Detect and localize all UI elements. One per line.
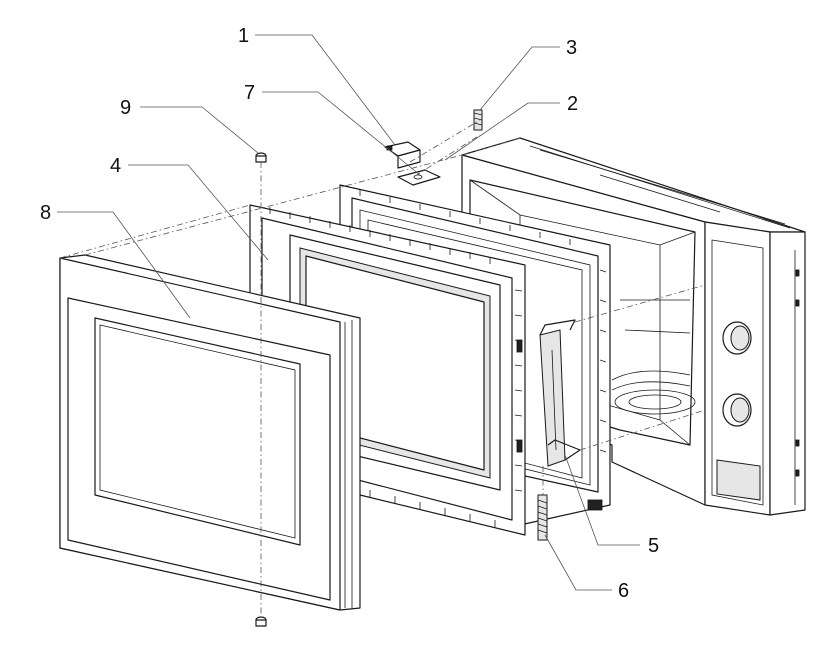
callout-1: 1 [238, 25, 249, 47]
door-front-frame [59, 254, 361, 611]
control-panel [704, 221, 806, 516]
callout-2: 2 [567, 93, 578, 115]
callout-8: 8 [40, 202, 51, 224]
top-spring [473, 109, 483, 131]
callout-3: 3 [566, 37, 577, 59]
latch-part [539, 319, 581, 467]
spring-part [537, 494, 603, 541]
callout-labels: 1 2 3 4 5 6 7 8 9 [40, 25, 659, 602]
callout-4: 4 [110, 155, 121, 177]
callout-9: 9 [120, 97, 131, 119]
hinge-bracket [384, 141, 421, 169]
screw-top [255, 152, 267, 163]
callout-5: 5 [648, 535, 659, 557]
callout-6: 6 [618, 580, 629, 602]
screw-bottom [255, 616, 267, 627]
assembly-lines [59, 119, 706, 618]
hinge-plate [397, 169, 441, 186]
callout-7: 7 [244, 82, 255, 104]
leader-lines [57, 34, 640, 591]
